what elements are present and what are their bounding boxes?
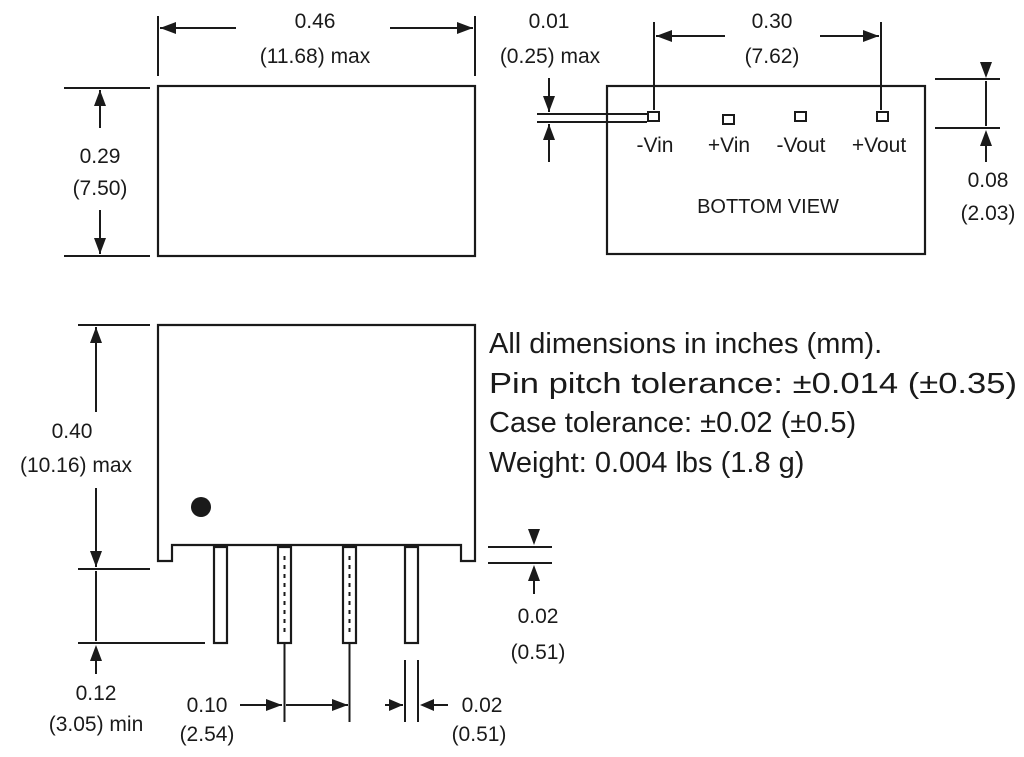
pin-pitch-mm: (2.54) <box>180 723 235 746</box>
top-width-dimension: 0.46 (11.68) max <box>157 10 476 76</box>
pin-label-vin-pos: +Vin <box>708 134 750 157</box>
side-view-case <box>156 323 477 563</box>
pin-height-mm: (0.25) max <box>500 45 601 68</box>
pin-pitch-dimension: 0.10 (2.54) <box>180 643 351 746</box>
pin-height-dimension: 0.01 (0.25) max <box>500 10 647 162</box>
edge-offset-value: 0.08 <box>968 169 1009 192</box>
pin-pad <box>794 111 807 122</box>
note-units: All dimensions in inches (mm). <box>489 328 882 360</box>
pin-length-dimension: 0.12 (3.05) min <box>49 571 205 736</box>
note-case-tolerance: Case tolerance: ±0.02 (±0.5) <box>489 407 856 439</box>
pin-span-mm: (7.62) <box>745 45 800 68</box>
pin-length-mm: (3.05) min <box>49 713 144 736</box>
top-height-mm: (7.50) <box>73 177 128 200</box>
standoff-dimension: 0.02 (0.51) <box>488 529 565 664</box>
top-view: 0.46 (11.68) max 0.29 (7.50) <box>64 10 477 258</box>
pin-width-mm: (0.51) <box>452 723 507 746</box>
note-pin-tolerance: Pin pitch tolerance: ±0.014 (±0.35) <box>489 368 1017 400</box>
top-width-value: 0.46 <box>295 10 336 33</box>
pin-pitch-value: 0.10 <box>187 694 228 717</box>
notes-block: All dimensions in inches (mm). Pin pitch… <box>489 328 1017 479</box>
pin-span-value: 0.30 <box>752 10 793 33</box>
pin-label-vout-pos: +Vout <box>852 134 906 157</box>
side-height-value: 0.40 <box>52 420 93 443</box>
pin1-marker-dot <box>191 497 211 517</box>
standoff-mm: (0.51) <box>511 641 566 664</box>
side-view: 0.40 (10.16) max 0.12 (3.05) min 0.02 (0… <box>20 323 565 746</box>
top-width-mm: (11.68) max <box>260 45 371 68</box>
pin-width-dimension: 0.02 (0.51) <box>385 660 506 746</box>
pin-height-value: 0.01 <box>529 10 570 33</box>
pin-length-value: 0.12 <box>76 682 117 705</box>
pin <box>212 545 229 645</box>
top-view-case <box>156 84 477 258</box>
pin-pad <box>876 111 889 122</box>
note-weight: Weight: 0.004 lbs (1.8 g) <box>489 447 804 479</box>
top-height-value: 0.29 <box>80 145 121 168</box>
edge-offset-mm: (2.03) <box>961 202 1016 225</box>
pin-label-vin-neg: -Vin <box>637 134 674 157</box>
pin-pad <box>722 114 735 125</box>
bottom-view: -Vin +Vin -Vout +Vout BOTTOM VIEW 0.30 (… <box>500 10 1015 256</box>
edge-offset-dimension: 0.08 (2.03) <box>935 62 1015 225</box>
top-height-dimension: 0.29 (7.50) <box>64 87 150 257</box>
pin-width-value: 0.02 <box>462 694 503 717</box>
bottom-view-case <box>605 84 927 256</box>
standoff-value: 0.02 <box>518 605 559 628</box>
bottom-view-label: BOTTOM VIEW <box>697 196 839 218</box>
side-height-dimension: 0.40 (10.16) max <box>20 324 150 570</box>
pin-span-dimension: 0.30 (7.62) <box>653 10 882 110</box>
pin <box>403 545 420 645</box>
side-height-mm: (10.16) max <box>20 454 133 477</box>
pin-pad <box>647 111 660 122</box>
pin-label-vout-neg: -Vout <box>776 134 825 157</box>
